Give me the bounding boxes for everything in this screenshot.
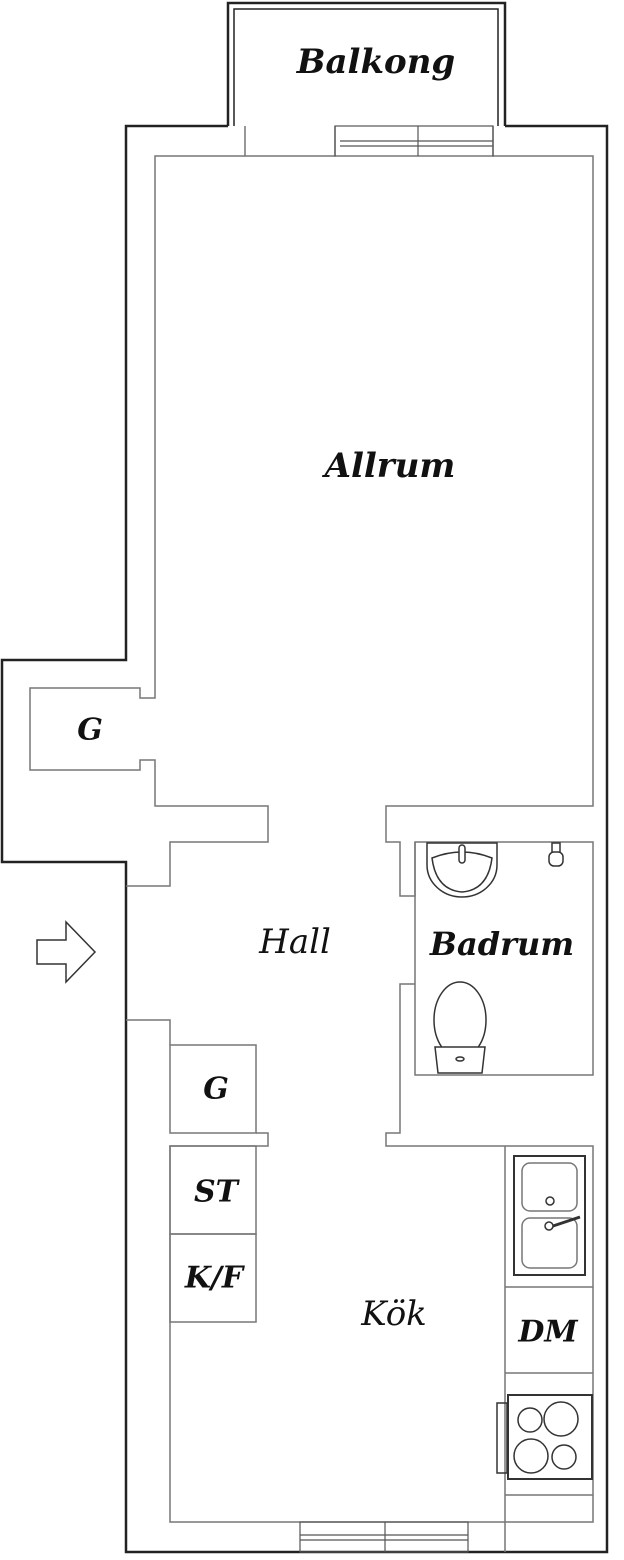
stove-icon xyxy=(496,1394,593,1480)
room-label-kok: Kök xyxy=(361,1294,427,1334)
label-dm: DM xyxy=(518,1314,578,1350)
label-kf: K/F xyxy=(184,1260,244,1296)
room-label-badrum: Badrum xyxy=(429,925,575,963)
kitchen-sink-icon xyxy=(513,1155,586,1276)
toilet-icon xyxy=(433,981,487,1074)
room-label-hall: Hall xyxy=(259,922,331,962)
entrance-arrow-icon xyxy=(36,920,97,984)
room-label-g-closet-hall: G xyxy=(203,1071,229,1107)
washbasin-icon xyxy=(426,842,498,898)
outer-wall xyxy=(0,1,609,1554)
label-st: ST xyxy=(194,1174,238,1210)
shower-tap-icon xyxy=(548,842,564,867)
room-label-balkong: Balkong xyxy=(296,42,456,82)
room-label-g-closet-left: G xyxy=(77,712,103,748)
window-bottom xyxy=(299,1521,469,1553)
inner-walls xyxy=(29,126,594,1552)
window-top xyxy=(334,125,494,157)
room-label-allrum: Allrum xyxy=(324,446,456,486)
